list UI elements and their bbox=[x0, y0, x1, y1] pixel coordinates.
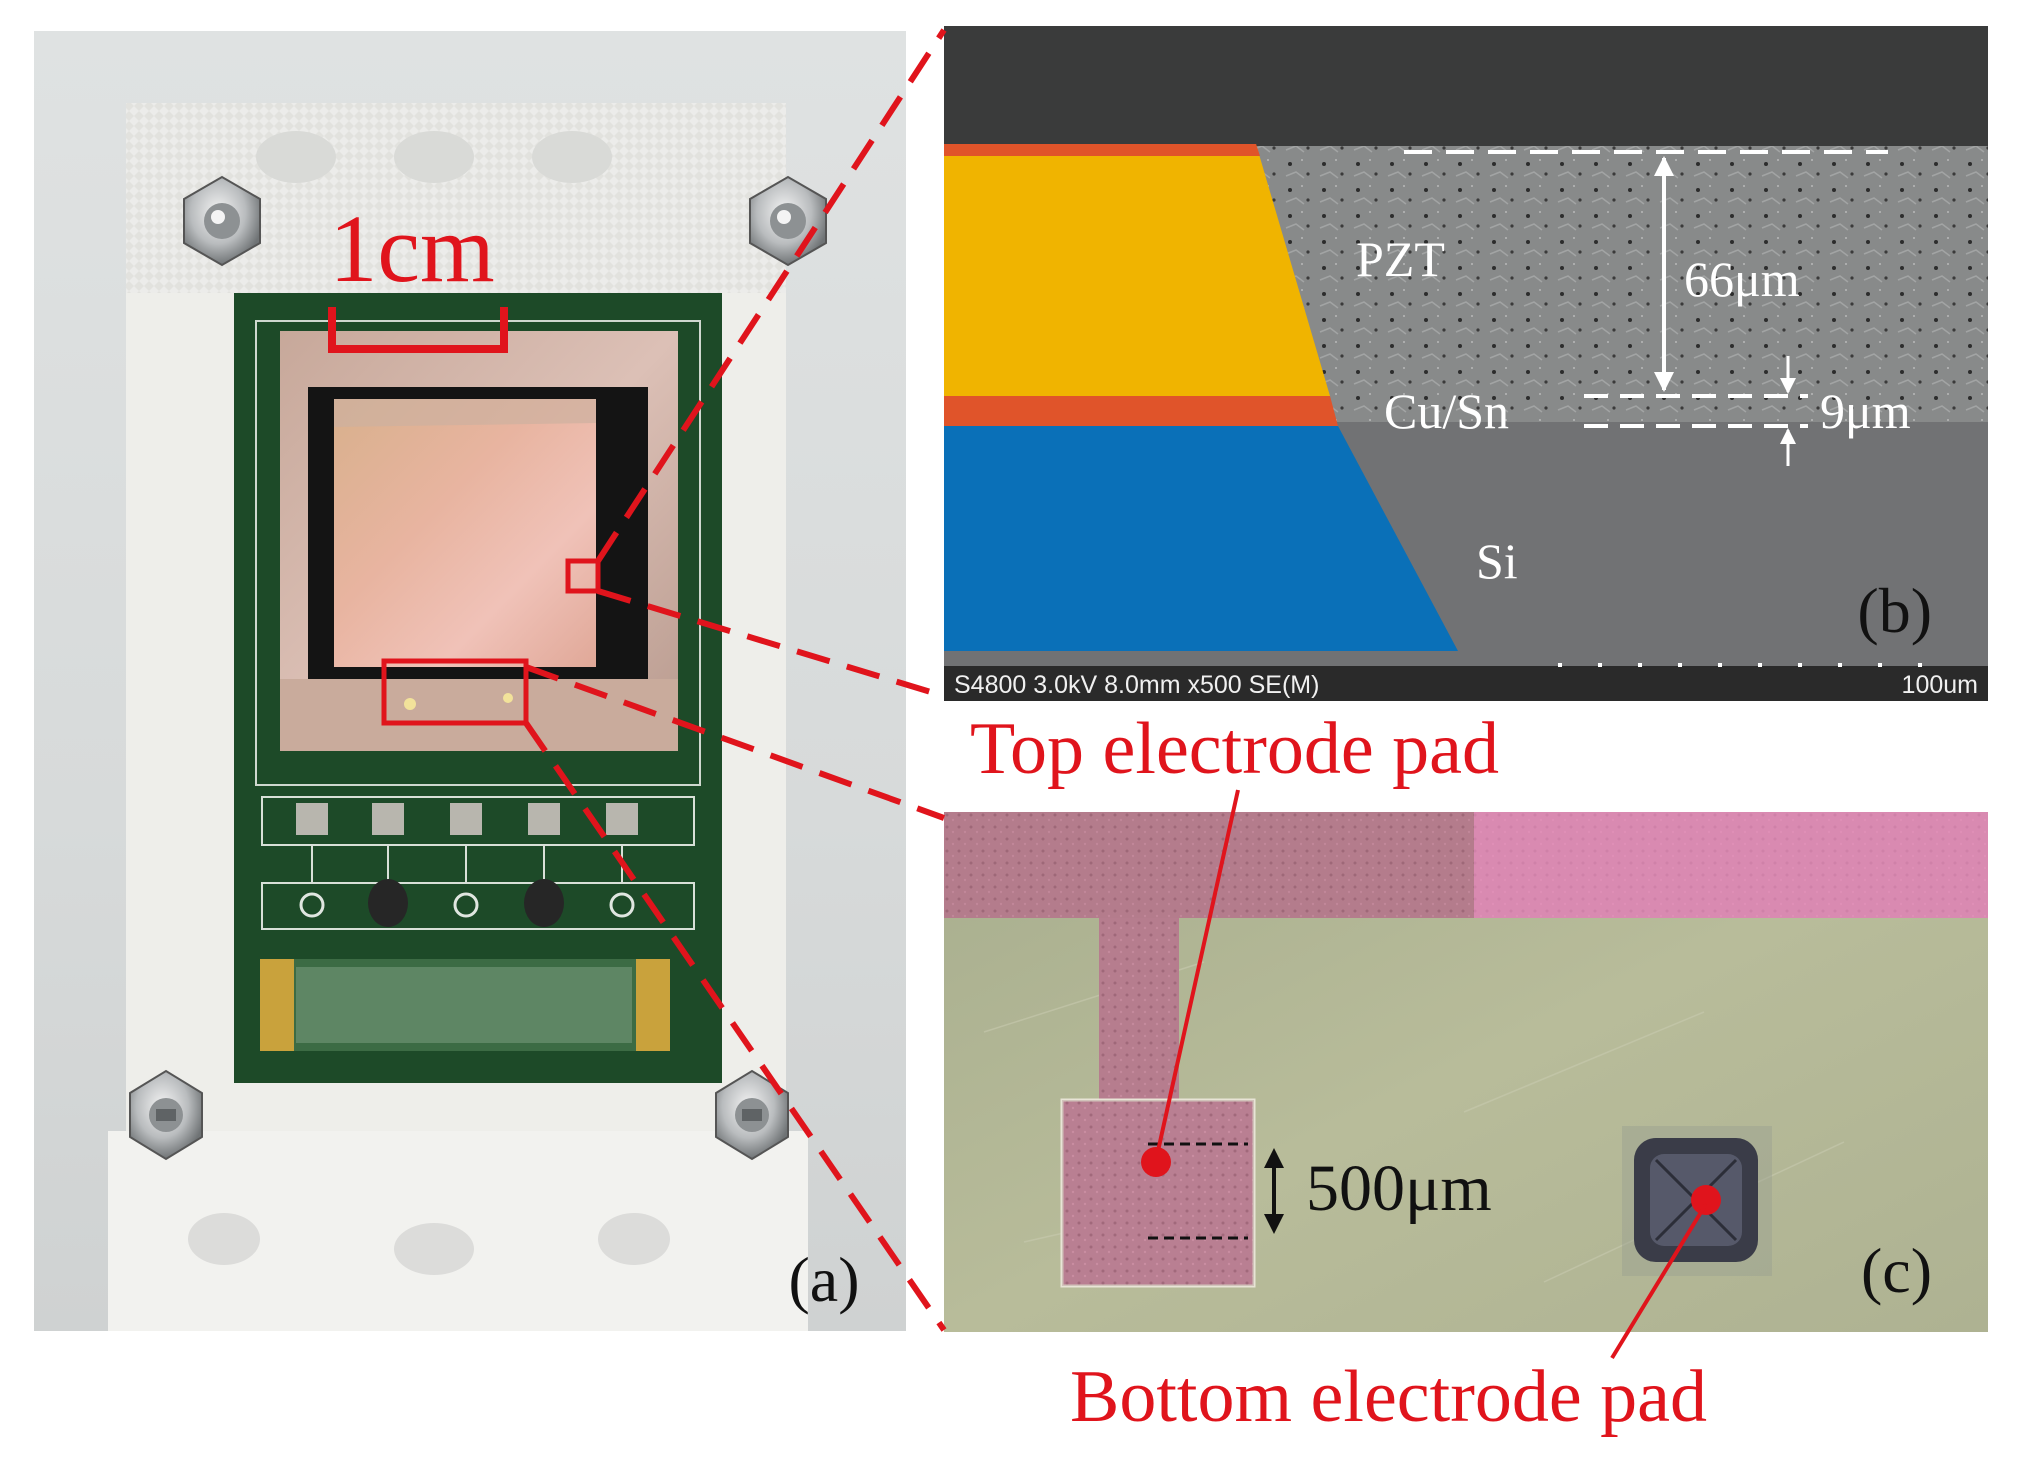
device-photo: 1cm (a) bbox=[108, 103, 860, 1331]
label-pzt-thickness: 66μm bbox=[1684, 251, 1800, 307]
device-photo-panel: 1cm (a) bbox=[34, 31, 906, 1331]
pzt-layer bbox=[944, 144, 1330, 396]
optical-micrograph-panel: 500μm (c) bbox=[944, 812, 1988, 1332]
panel-label-c: (c) bbox=[1861, 1235, 1932, 1306]
pzt-electrode bbox=[334, 399, 596, 667]
scale-bracket bbox=[328, 307, 508, 353]
label-cu-sn-thickness: 9μm bbox=[1820, 383, 1911, 439]
sem-cross-section-panel: S4800 3.0kV 8.0mm x500 SE(M) 100um PZT 6… bbox=[944, 26, 1988, 701]
panel-label-b: (b) bbox=[1857, 575, 1932, 646]
caption-bottom-electrode-pad: Bottom electrode pad bbox=[1070, 1356, 1708, 1438]
cu-sn-layer bbox=[944, 396, 1338, 426]
bottom-pad-marker bbox=[1691, 1185, 1721, 1215]
si-layer bbox=[944, 426, 1458, 651]
label-si: Si bbox=[1476, 533, 1518, 589]
sem-info-bar bbox=[944, 666, 1988, 701]
micrograph-image: 500μm (c) bbox=[944, 812, 1988, 1332]
pad-size-label: 500μm bbox=[1306, 1152, 1492, 1225]
sem-scale-bar-ticks bbox=[1558, 663, 1922, 667]
screw-bottom-left bbox=[129, 1069, 203, 1161]
label-pzt: PZT bbox=[1356, 231, 1445, 287]
label-cu-sn: Cu/Sn bbox=[1384, 383, 1509, 439]
caption-top-electrode-pad: Top electrode pad bbox=[970, 708, 1500, 790]
sem-scale-bar-label: 100um bbox=[1902, 671, 1978, 699]
sem-image: S4800 3.0kV 8.0mm x500 SE(M) 100um PZT 6… bbox=[944, 26, 1988, 701]
panel-label-a: (a) bbox=[788, 1244, 859, 1315]
screw-top-left bbox=[183, 175, 261, 267]
top-pad-marker bbox=[1141, 1147, 1171, 1177]
zoom-box-cross-section bbox=[565, 558, 601, 594]
scale-label: 1cm bbox=[329, 195, 494, 302]
sem-info-text: S4800 3.0kV 8.0mm x500 SE(M) bbox=[954, 671, 1319, 699]
